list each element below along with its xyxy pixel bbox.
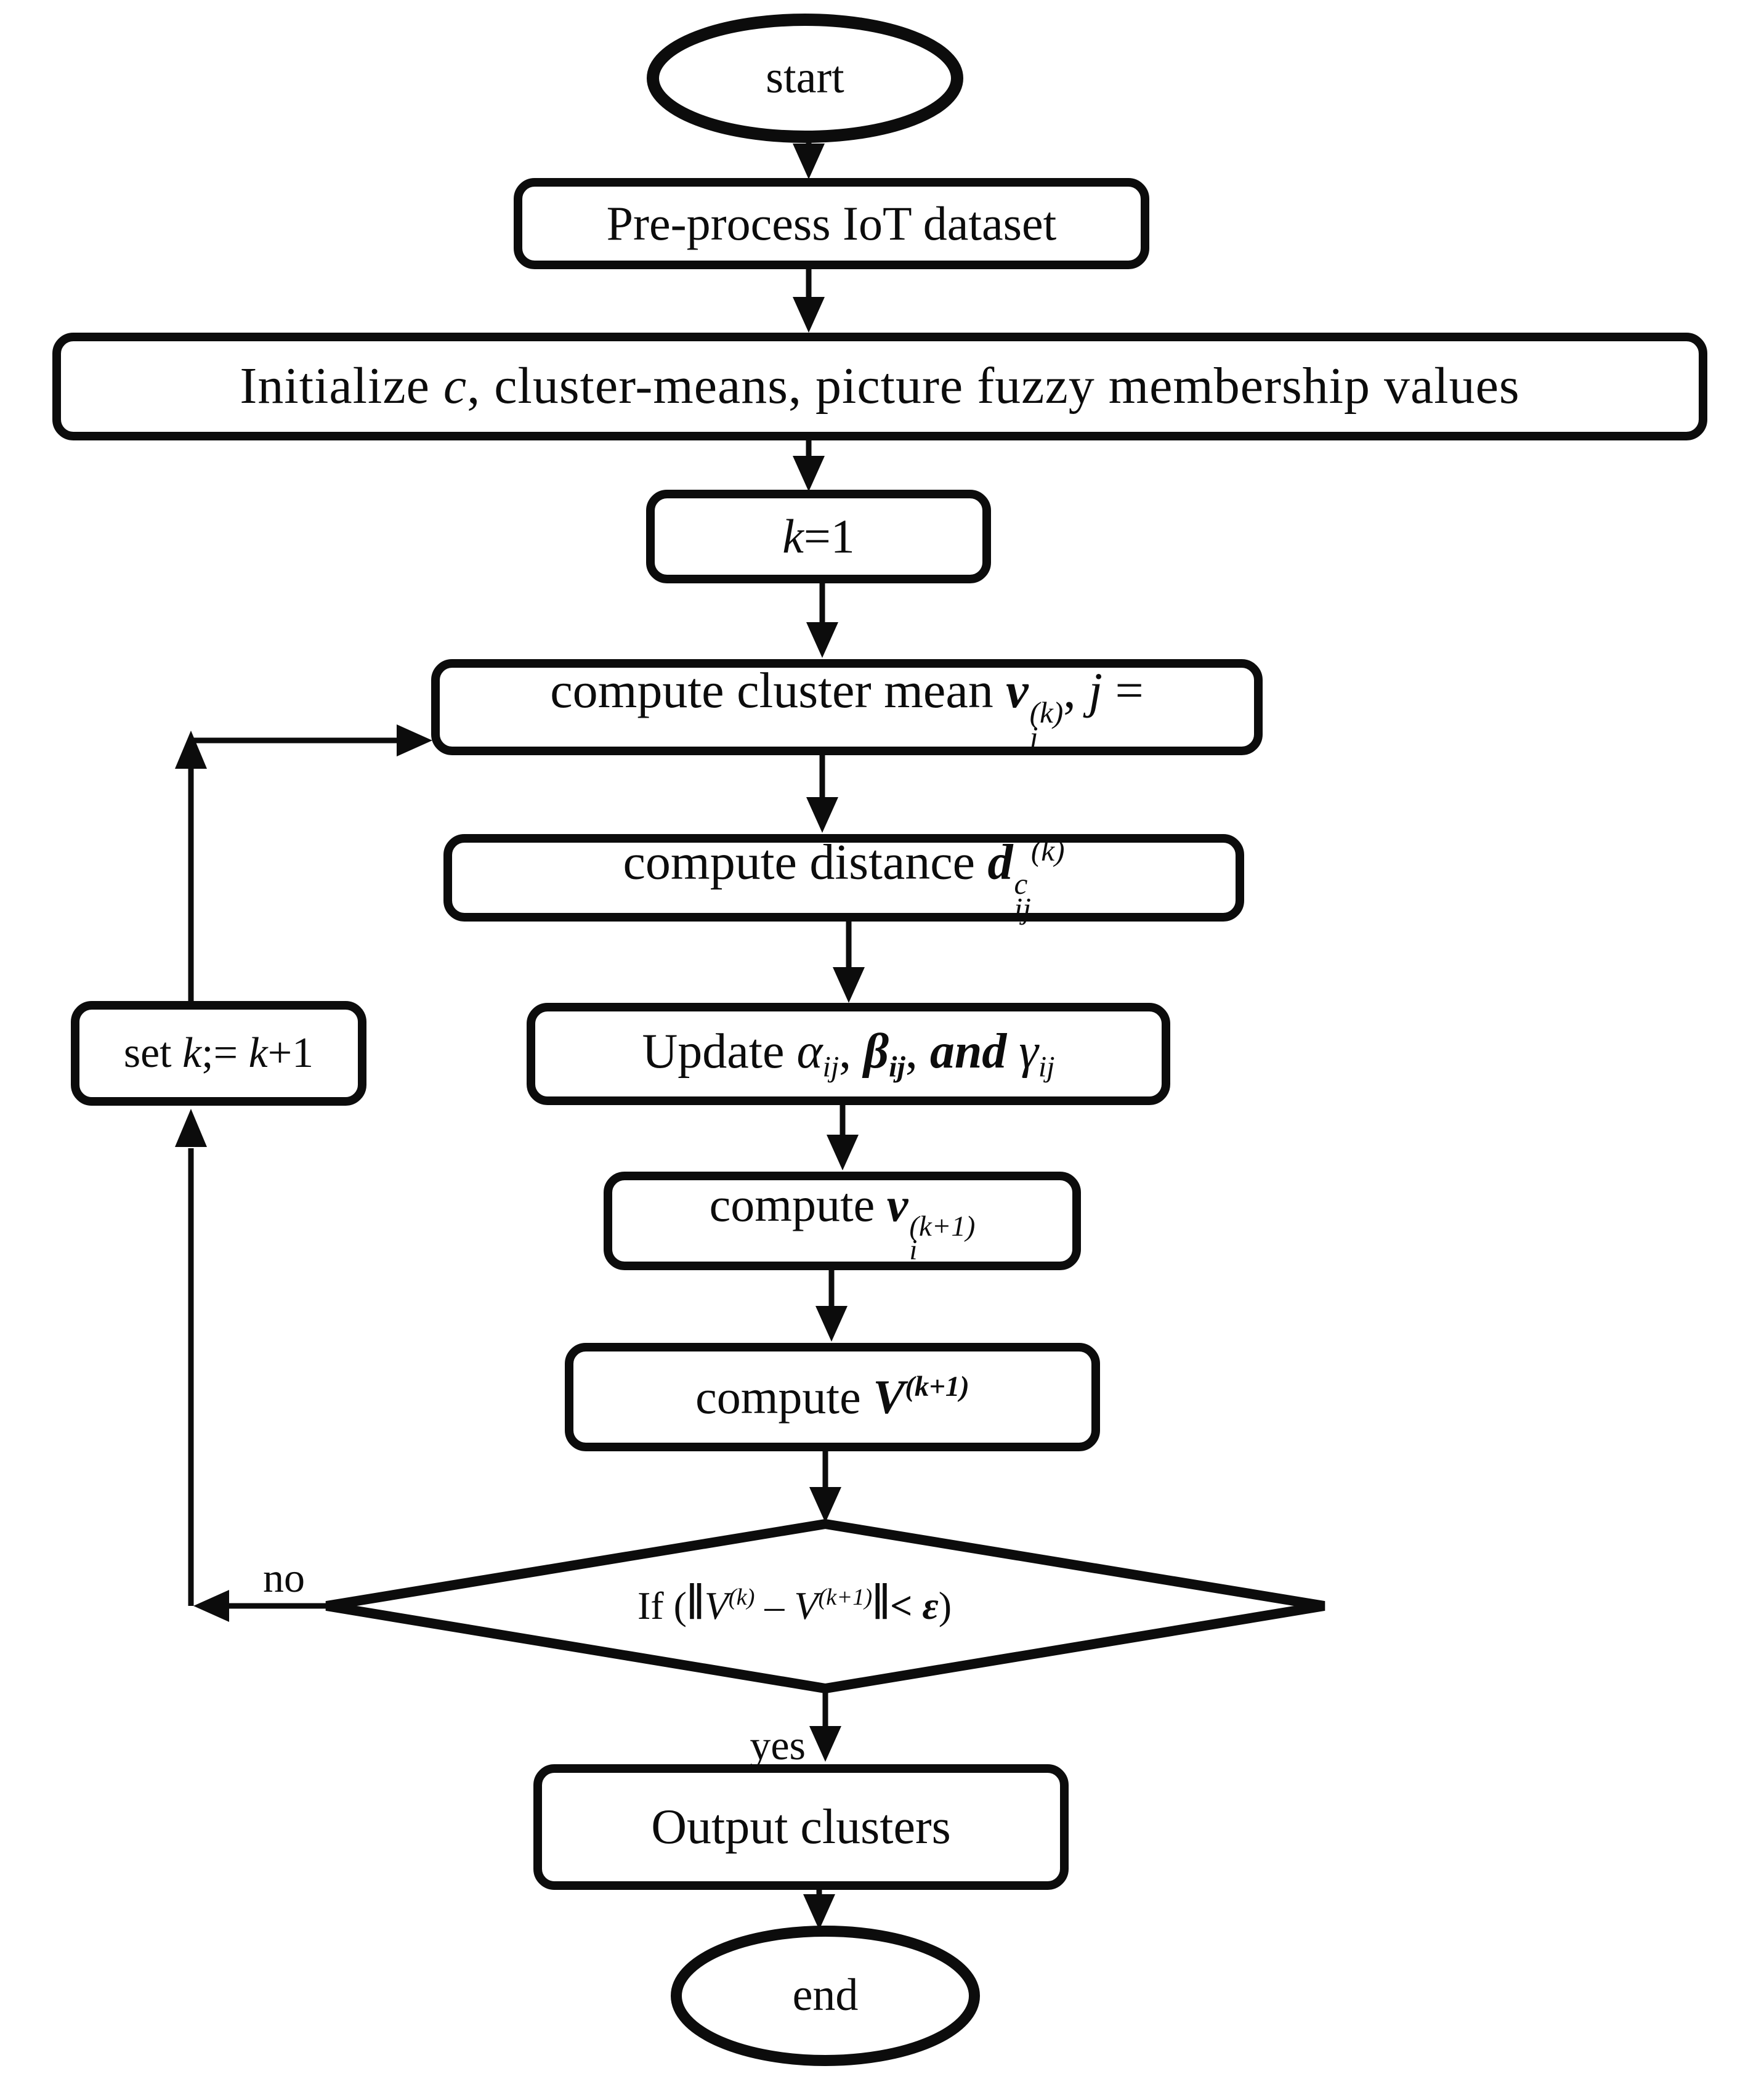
edge-label-yes: yes	[750, 1722, 806, 1769]
arrowhead-no-left	[193, 1590, 229, 1622]
compute-mean-label: compute cluster mean v(k)j, j =	[550, 662, 1144, 755]
update-label: Update αij, βij, and γij	[642, 1024, 1055, 1083]
arrowhead-loop-up	[175, 731, 207, 769]
start-label: start	[766, 52, 844, 103]
node-update-memberships: Update αij, βij, and γij	[527, 1003, 1170, 1105]
compute-vi-label: compute v(k+1)i	[709, 1178, 976, 1266]
setk-label: set k;= k+1	[123, 1029, 314, 1077]
node-set-k-increment: set k;= k+1	[71, 1001, 366, 1106]
arrowhead-into-mean-left	[397, 724, 432, 756]
arrowhead-into-update	[833, 967, 865, 1003]
arrowhead-into-distance	[806, 797, 838, 833]
node-start: start	[652, 20, 958, 137]
start-ellipse-shape	[647, 14, 963, 143]
arrowhead-into-initialize	[793, 297, 825, 333]
node-compute-cluster-mean: compute cluster mean v(k)j, j =	[431, 659, 1263, 755]
node-decision-convergence: If (‖V(k) – V(k+1)‖< ε)	[394, 1557, 1195, 1655]
arrowhead-into-preprocess	[793, 144, 825, 179]
arrowhead-into-decision	[809, 1487, 841, 1523]
node-output-clusters: Output clusters	[533, 1764, 1069, 1890]
arrowhead-into-output	[809, 1726, 841, 1762]
arrowhead-into-end	[803, 1894, 835, 1930]
arrowhead-into-setk	[175, 1109, 207, 1147]
arrowhead-into-mean	[806, 622, 838, 658]
end-ellipse-shape	[671, 1926, 980, 2066]
node-compute-vi: compute v(k+1)i	[604, 1172, 1081, 1270]
end-label: end	[792, 1970, 859, 2021]
edge-label-no: no	[263, 1554, 305, 1602]
arrowhead-into-V	[815, 1306, 848, 1342]
k1-label: k=1	[782, 509, 855, 564]
compute-V-label: compute V(k+1)	[695, 1370, 969, 1424]
node-compute-V: compute V(k+1)	[565, 1343, 1100, 1451]
arrowhead-into-vi	[827, 1135, 859, 1170]
node-end: end	[676, 1931, 974, 2061]
node-initialize: Initialize c, cluster-means, picture fuz…	[52, 333, 1707, 440]
arrowhead-into-k1	[793, 456, 825, 492]
node-set-k-1: k=1	[646, 490, 991, 583]
decision-diamond-shape	[325, 1518, 1325, 1694]
output-label: Output clusters	[651, 1800, 951, 1854]
decision-label: If (‖V(k) – V(k+1)‖< ε)	[637, 1573, 952, 1631]
node-preprocess-dataset: Pre-process IoT dataset	[514, 178, 1149, 269]
preprocess-label: Pre-process IoT dataset	[606, 197, 1057, 251]
initialize-label: Initialize c, cluster-means, picture fuz…	[240, 357, 1520, 415]
